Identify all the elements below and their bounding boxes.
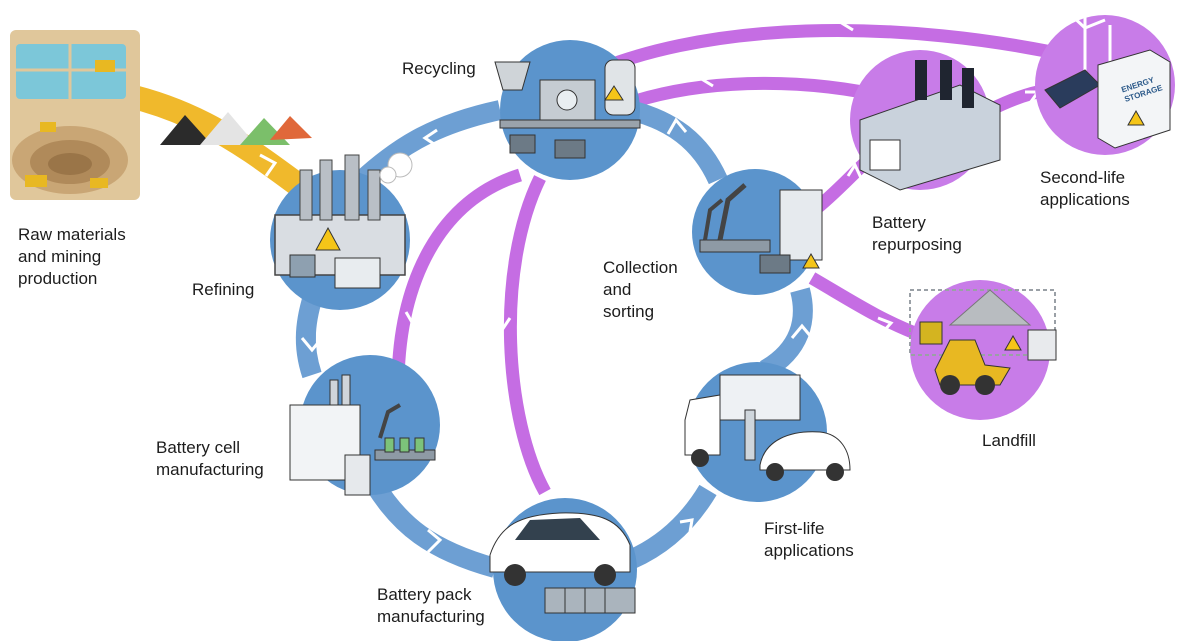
collection-node bbox=[692, 169, 823, 295]
landfill-label: Landfill bbox=[982, 431, 1036, 450]
collection-to-recycling-arrow bbox=[627, 100, 728, 185]
second-life-node: ENERGY STORAGE bbox=[1035, 8, 1175, 155]
recycling-node bbox=[494, 40, 641, 180]
robotic-sorting-icon bbox=[699, 183, 823, 274]
pack-to-first-life-arrow bbox=[625, 484, 717, 570]
refinery-icon bbox=[274, 152, 413, 289]
ev-truck-icon bbox=[684, 374, 851, 481]
cell-factory-icon bbox=[289, 374, 436, 496]
electric-car-icon bbox=[489, 512, 636, 614]
battery-pack-label: Battery pack manufacturing bbox=[377, 585, 485, 626]
battery-pack-node bbox=[489, 498, 637, 641]
recycling-plant-icon bbox=[494, 59, 641, 159]
repurposing-node bbox=[850, 50, 1001, 191]
recycling-to-cell-arrow bbox=[391, 168, 522, 381]
raw-materials-label: Raw materials and mining production bbox=[18, 225, 126, 288]
recycling-label: Recycling bbox=[402, 59, 476, 78]
mining-site-icon bbox=[10, 30, 140, 200]
refining-node bbox=[270, 152, 413, 310]
blue-chevrons bbox=[300, 117, 814, 554]
factory-icon bbox=[859, 60, 1001, 191]
mineral-piles-icon bbox=[160, 112, 312, 145]
landfill-icon bbox=[909, 289, 1057, 395]
purple-chevrons bbox=[404, 12, 1041, 335]
second-life-to-recycling-arrow bbox=[567, 24, 1082, 88]
first-life-to-collection-arrow bbox=[759, 287, 813, 379]
refining-label: Refining bbox=[192, 280, 255, 299]
recycling-to-pack-arrow bbox=[503, 175, 551, 496]
battery-cell-node bbox=[289, 355, 440, 496]
second-life-label: Second-life applications bbox=[1040, 168, 1130, 209]
cell-to-pack-arrow bbox=[366, 479, 498, 578]
first-life-label: First-life applications bbox=[764, 519, 854, 560]
collection-sorting-label: Collection and sorting bbox=[603, 258, 678, 321]
battery-cell-label: Battery cell manufacturing bbox=[156, 438, 264, 479]
first-life-node bbox=[684, 362, 851, 502]
battery-repurposing-label: Battery repurposing bbox=[872, 213, 962, 254]
energy-storage-icon: ENERGY STORAGE bbox=[1044, 8, 1171, 149]
landfill-node bbox=[909, 280, 1057, 420]
collection-to-landfill-arrow bbox=[808, 272, 923, 342]
